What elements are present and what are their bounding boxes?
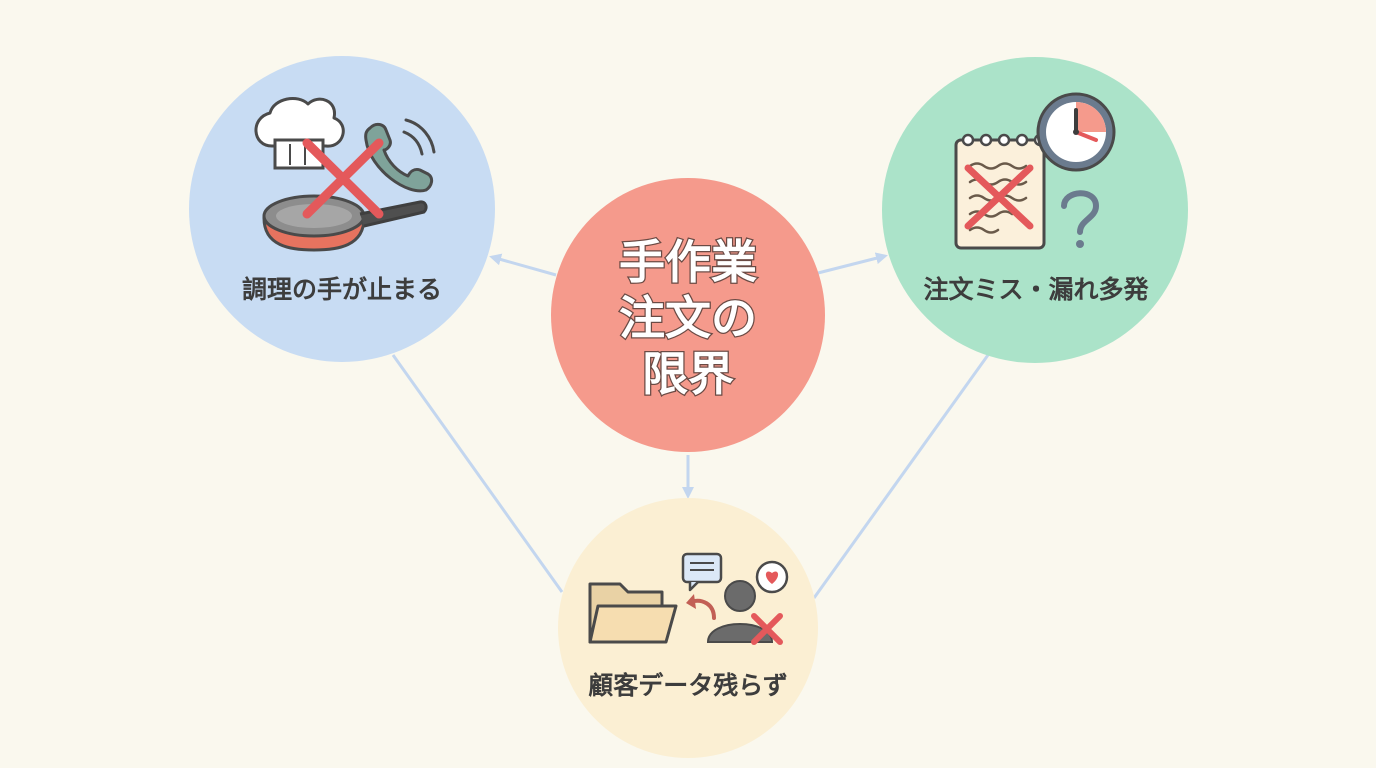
node-circle-center <box>551 178 825 452</box>
connectors <box>391 252 990 599</box>
node-no-customer-data: 顧客データ残らず <box>558 498 818 758</box>
node-label-left: 調理の手が止まる <box>242 275 442 304</box>
arrow-center-to-right <box>817 252 888 275</box>
node-order-mistakes: 注文ミス・漏れ多発 <box>882 57 1188 363</box>
frying-pan-icon <box>262 194 428 252</box>
node-cooking-stops: 調理の手が止まる <box>189 56 495 362</box>
cross-mark-icon <box>302 138 384 219</box>
heart-bubble-icon <box>755 560 789 594</box>
chat-bubble-icon <box>681 552 723 592</box>
center-title-line-3: 限界 <box>642 347 734 401</box>
clock-icon <box>1036 92 1116 172</box>
node-label-bottom: 顧客データ残らず <box>588 671 788 700</box>
return-arrow-icon <box>686 594 716 620</box>
folder-icon <box>588 582 678 644</box>
arrow-center-to-left <box>489 253 557 277</box>
center-title-line-1: 手作業 <box>619 235 757 289</box>
connector-right-bottom <box>812 354 990 599</box>
node-label-right: 注文ミス・漏れ多発 <box>923 275 1149 304</box>
node-center-limits: 手作業 注文の 限界 <box>551 178 825 452</box>
connector-left-bottom <box>391 354 564 593</box>
question-mark-icon <box>1061 190 1100 248</box>
center-title-line-2: 注文の <box>619 291 757 345</box>
cross-mark-icon <box>751 613 783 645</box>
cross-mark-icon <box>964 164 1034 230</box>
node-circle-bottom <box>558 498 818 758</box>
